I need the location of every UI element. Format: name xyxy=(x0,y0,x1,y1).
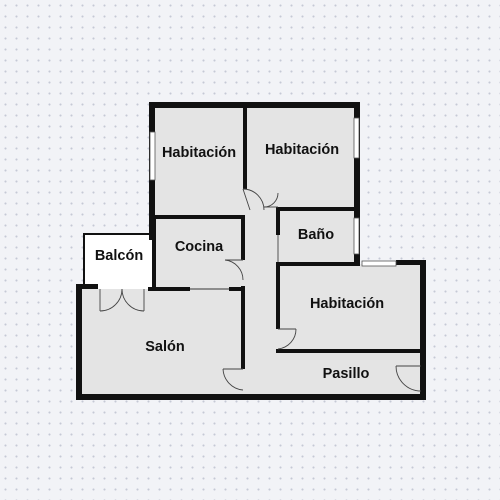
label-bathroom: Baño xyxy=(298,227,334,243)
wall-int-corridor-right-b xyxy=(276,264,280,329)
room-bathroom xyxy=(278,211,355,264)
door-leaf-bed-tl xyxy=(242,188,251,211)
wall-int-corridor-left-a xyxy=(241,215,245,260)
window-top-right-bedroom xyxy=(353,117,360,159)
door-arc-entrance xyxy=(395,365,422,392)
wall-int-kitchen-bottom-a xyxy=(148,287,190,291)
wall-bottom xyxy=(76,394,426,400)
window-top-left-bedroom xyxy=(149,131,156,181)
label-hallway: Pasillo xyxy=(323,366,370,382)
wall-int-bedrooms xyxy=(243,107,247,189)
wall-balcony-top xyxy=(83,233,155,235)
wall-bedroom-right-top xyxy=(396,260,426,265)
wall-int-top-right-bottom xyxy=(278,207,355,211)
room-kitchen xyxy=(154,218,243,289)
wall-int-corridor-left-b xyxy=(241,286,245,369)
wall-right-upper xyxy=(354,102,360,264)
door-arc-bed-right xyxy=(277,328,297,350)
door-arc-bed-tl xyxy=(242,188,265,211)
wall-bedroom-right-right xyxy=(420,260,426,397)
room-bedroom-top-left xyxy=(154,107,247,218)
label-bedroom-top-left: Habitación xyxy=(162,145,236,161)
window-bedroom-right xyxy=(361,260,397,267)
door-arc-kitchen xyxy=(224,259,244,281)
wall-int-bath-bottom xyxy=(276,262,360,266)
wall-top xyxy=(149,102,359,108)
label-balcony: Balcón xyxy=(95,248,143,264)
room-labels: Habitación Habitación Balcón Cocina Baño… xyxy=(95,142,384,382)
door-arc-living xyxy=(222,368,244,391)
room-fills xyxy=(79,107,421,397)
wall-int-kitchen-left xyxy=(152,215,156,291)
window-bathroom xyxy=(353,217,360,255)
wall-int-corridor-right-a xyxy=(276,207,280,235)
label-bedroom-top-right: Habitación xyxy=(265,142,339,158)
label-kitchen: Cocina xyxy=(175,239,224,255)
wall-living-top-left xyxy=(76,284,98,289)
room-bedroom-right xyxy=(278,264,421,351)
doors xyxy=(99,188,422,392)
label-living-room: Salón xyxy=(145,339,184,355)
room-living xyxy=(79,289,243,394)
label-bedroom-right: Habitación xyxy=(310,296,384,312)
wall-int-kitchen-bottom-b xyxy=(229,287,245,291)
wall-int-bed-tl-bottom xyxy=(154,215,243,219)
wall-int-bed-right-bottom xyxy=(276,349,421,353)
windows xyxy=(149,117,397,290)
wall-balcony-left xyxy=(83,233,85,286)
room-balcony xyxy=(84,234,154,289)
wall-living-left xyxy=(76,284,82,399)
room-hallway xyxy=(243,351,421,397)
door-arc-balcony-right xyxy=(121,288,145,312)
door-arc-balcony-left xyxy=(99,288,123,312)
door-arc-bed-tr xyxy=(263,192,279,208)
